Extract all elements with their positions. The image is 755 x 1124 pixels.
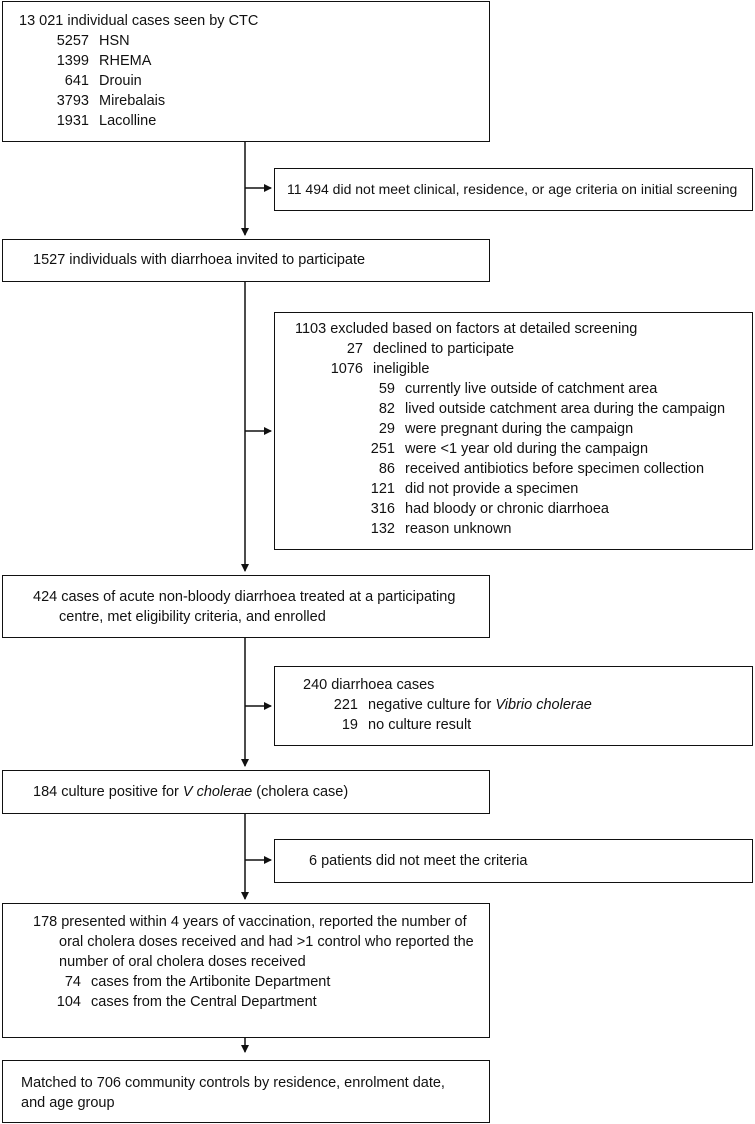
culture-positive-box: 184 culture positive for V cholerae (cho… xyxy=(2,770,490,814)
enrolled-text-line1: 424 cases of acute non-bloody diarrhoea … xyxy=(33,589,456,605)
matched-controls-line2: and age group xyxy=(21,1095,115,1111)
department-count: 74 xyxy=(64,974,81,990)
matched-controls-line1: Matched to 706 community controls by res… xyxy=(21,1075,445,1091)
culture-positive-suffix: (cholera case) xyxy=(252,784,349,800)
culture-positive-prefix: 184 culture positive for xyxy=(33,784,183,800)
centre-count: 1931 xyxy=(56,113,89,129)
reason-count: 132 xyxy=(370,521,395,537)
declined-label: declined to participate xyxy=(373,341,515,357)
diarrhoea-cases-title: 240 diarrhoea cases xyxy=(303,677,435,693)
initial-screening-exclusion-text: 11 494 did not meet clinical, residence,… xyxy=(287,181,738,197)
reason-label: were pregnant during the campaign xyxy=(405,421,634,437)
criteria-exclusion-text: 6 patients did not meet the criteria xyxy=(309,853,528,869)
centre-name: Lacolline xyxy=(99,113,157,129)
centre-row: 5257 HSN xyxy=(51,31,130,51)
department-count: 104 xyxy=(56,994,81,1010)
ineligible-count: 1076 xyxy=(330,361,363,377)
screened-cases-box: 13 021 individual cases seen by CTC 5257… xyxy=(2,1,490,142)
reason-label: lived outside catchment area during the … xyxy=(405,401,726,417)
ineligible-label: ineligible xyxy=(373,361,430,377)
screened-cases-total: 13 021 individual cases seen by CTC xyxy=(19,13,259,29)
no-result-count: 19 xyxy=(341,717,358,733)
reason-label: had bloody or chronic diarrhoea xyxy=(405,501,609,517)
detailed-exclusion-title: 1103 excluded based on factors at detail… xyxy=(295,321,638,337)
invited-box: 1527 individuals with diarrhoea invited … xyxy=(2,239,490,282)
reason-label: did not provide a specimen xyxy=(405,481,579,497)
invited-text: 1527 individuals with diarrhoea invited … xyxy=(33,252,366,268)
vaccination-text-line3: number of oral cholera doses received xyxy=(59,954,306,970)
centre-count: 1399 xyxy=(56,53,89,69)
culture-positive-organism: V cholerae xyxy=(182,784,253,800)
department-label: cases from the Artibonite Department xyxy=(91,974,331,990)
matched-controls-box: Matched to 706 community controls by res… xyxy=(2,1060,490,1123)
criteria-exclusion-box: 6 patients did not meet the criteria xyxy=(274,839,753,883)
centre-count: 5257 xyxy=(56,33,89,49)
ineligible-reason-row: 82 lived outside catchment area during t… xyxy=(363,399,725,419)
declined-count: 27 xyxy=(346,341,363,357)
reason-count: 316 xyxy=(370,501,395,517)
initial-screening-exclusion-box: 11 494 did not meet clinical, residence,… xyxy=(274,168,753,211)
declined-row: 27 declined to participate xyxy=(343,339,514,359)
vaccination-text-line2: oral cholera doses received and had >1 c… xyxy=(59,934,474,950)
negative-organism: Vibrio cholerae xyxy=(495,697,592,713)
negative-culture-row: 221 negative culture for Vibrio cholerae xyxy=(325,695,592,715)
reason-count: 59 xyxy=(378,381,395,397)
reason-label: were <1 year old during the campaign xyxy=(405,441,649,457)
reason-label: received antibiotics before specimen col… xyxy=(405,461,705,477)
no-result-row: 19 no culture result xyxy=(325,715,471,735)
centre-name: HSN xyxy=(99,33,130,49)
ineligible-reason-row: 251 were <1 year old during the campaign xyxy=(363,439,648,459)
ineligible-row: 1076 ineligible xyxy=(330,359,430,379)
negative-culture-box: 240 diarrhoea cases 221 negative culture… xyxy=(274,666,753,746)
reason-label: reason unknown xyxy=(405,521,512,537)
ineligible-reason-row: 29 were pregnant during the campaign xyxy=(363,419,633,439)
centre-name: RHEMA xyxy=(99,53,152,69)
centre-row: 1931 Lacolline xyxy=(51,111,157,131)
reason-count: 86 xyxy=(378,461,395,477)
department-label: cases from the Central Department xyxy=(91,994,317,1010)
ineligible-reason-row: 121 did not provide a specimen xyxy=(363,479,579,499)
enrolled-text-line2: centre, met eligibility criteria, and en… xyxy=(59,609,326,625)
culture-positive-text: 184 culture positive for V cholerae (cho… xyxy=(33,782,348,802)
department-row: 104 cases from the Central Department xyxy=(43,992,317,1012)
no-result-label: no culture result xyxy=(368,717,472,733)
vaccination-text-line1: 178 presented within 4 years of vaccinat… xyxy=(33,914,467,930)
negative-label: negative culture for xyxy=(368,697,496,713)
ineligible-reason-row: 59 currently live outside of catchment a… xyxy=(363,379,657,399)
department-row: 74 cases from the Artibonite Department xyxy=(43,972,331,992)
centre-row: 1399 RHEMA xyxy=(51,51,152,71)
reason-count: 82 xyxy=(378,401,395,417)
ineligible-reason-row: 316 had bloody or chronic diarrhoea xyxy=(363,499,609,519)
centre-name: Mirebalais xyxy=(99,93,166,109)
centre-count: 3793 xyxy=(56,93,89,109)
centre-row: 3793 Mirebalais xyxy=(51,91,165,111)
enrolled-box: 424 cases of acute non-bloody diarrhoea … xyxy=(2,575,490,638)
reason-count: 29 xyxy=(378,421,395,437)
centre-row: 641 Drouin xyxy=(51,71,142,91)
reason-count: 121 xyxy=(370,481,395,497)
reason-count: 251 xyxy=(370,441,395,457)
vaccination-cases-box: 178 presented within 4 years of vaccinat… xyxy=(2,903,490,1038)
ineligible-reason-row: 86 received antibiotics before specimen … xyxy=(363,459,704,479)
centre-name: Drouin xyxy=(99,73,142,89)
detailed-screening-exclusion-box: 1103 excluded based on factors at detail… xyxy=(274,312,753,550)
negative-count: 221 xyxy=(333,697,358,713)
ineligible-reason-row: 132 reason unknown xyxy=(363,519,512,539)
centre-count: 641 xyxy=(64,73,89,89)
reason-label: currently live outside of catchment area xyxy=(405,381,658,397)
